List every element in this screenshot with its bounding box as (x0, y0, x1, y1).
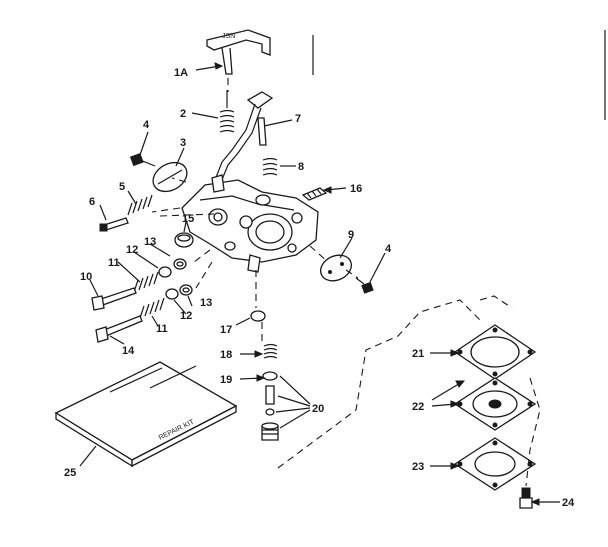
spring-part-5 (127, 194, 153, 216)
gasket-part-21 (453, 324, 537, 380)
cover-part-9 (319, 254, 353, 282)
callout-11-lower: 11 (156, 323, 168, 335)
callout-24: 24 (562, 497, 575, 509)
callout-3: 3 (180, 137, 186, 149)
spring-part-2 (219, 90, 235, 133)
oring-part-13-upper (173, 258, 187, 270)
screw-part-4-upper (129, 152, 156, 167)
diaphragm-part-22 (453, 377, 537, 431)
callout-13-upper: 13 (144, 236, 156, 248)
callout-25: 25 (64, 467, 76, 479)
callout-12-lower: 12 (180, 310, 192, 322)
callout-7: 7 (295, 113, 301, 125)
callout-16: 16 (350, 183, 362, 195)
valve-part-20 (261, 385, 279, 441)
spring-part-11-lower (139, 297, 165, 319)
throttle-bracket: JSN (206, 29, 271, 75)
carburetor-body (181, 174, 319, 273)
screw-part-24 (519, 487, 533, 509)
fitting-part-16 (301, 187, 328, 201)
assembly-lines (151, 78, 541, 487)
spring-part-18 (263, 343, 278, 359)
callout-17: 17 (220, 324, 232, 336)
plug-part-15 (174, 232, 194, 248)
callout-9: 9 (348, 229, 354, 241)
throttle-plate-disc (152, 161, 188, 193)
callout-12-upper: 12 (126, 244, 138, 256)
callout-4-lower: 4 (385, 243, 392, 255)
callout-20: 20 (312, 403, 324, 415)
callout-5: 5 (119, 181, 125, 193)
callout-1a: 1A (174, 67, 188, 79)
callout-21: 21 (412, 348, 424, 360)
callout-14: 14 (122, 345, 135, 357)
oring-part-13-lower (179, 284, 193, 296)
callout-labels: 1A 2 3 4 4 5 6 7 8 9 10 11 11 12 12 13 1… (64, 67, 575, 509)
callout-18: 18 (220, 349, 232, 361)
cup-plug-part-17 (250, 310, 266, 322)
washer-part-19 (262, 371, 278, 381)
callout-2: 2 (180, 108, 186, 120)
callout-6: 6 (89, 196, 95, 208)
callout-10: 10 (80, 271, 92, 283)
callout-15: 15 (182, 213, 194, 225)
callout-19: 19 (220, 374, 232, 386)
callout-8: 8 (298, 161, 304, 173)
callout-23: 23 (412, 461, 424, 473)
washer-part-12-upper (158, 266, 172, 278)
leader-lines (79, 62, 560, 506)
callout-13-lower: 13 (200, 297, 212, 309)
spring-part-11-upper (133, 271, 159, 293)
cover-part-23 (453, 437, 537, 491)
callout-4-upper: 4 (143, 119, 150, 131)
needle-part-14 (95, 315, 143, 343)
screw-part-4-lower (355, 277, 374, 294)
screw-part-6 (99, 217, 129, 232)
repair-kit-box: REPAIR KIT (54, 361, 238, 468)
svg-text:JSN: JSN (222, 33, 235, 40)
needle-part-10 (91, 287, 137, 311)
washer-part-12-lower (165, 288, 179, 300)
callout-22: 22 (412, 401, 424, 413)
spring-part-8 (262, 157, 278, 176)
callout-11-upper: 11 (108, 257, 120, 269)
